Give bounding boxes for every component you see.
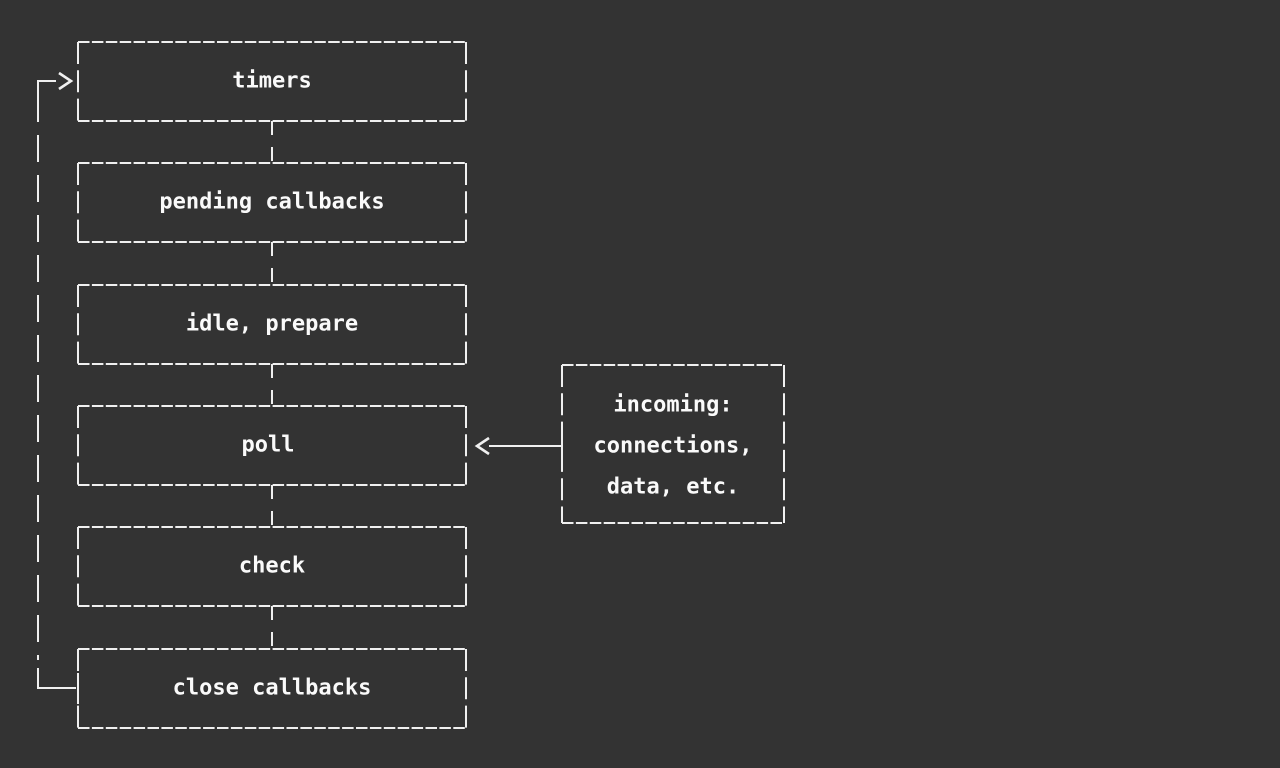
phase-box-timers: timers: [77, 41, 467, 122]
phase-box-check: check: [77, 526, 467, 607]
phase-box-idle-prepare: idle, prepare: [77, 284, 467, 365]
phase-label-check: check: [239, 554, 305, 579]
phase-label-idle-prepare: idle, prepare: [186, 312, 358, 337]
arrow-right-icon: [58, 71, 74, 91]
loop-bottom-corner: [37, 668, 76, 689]
incoming-label-line2: connections,: [594, 434, 753, 459]
phase-box-close-callbacks: close callbacks: [77, 648, 467, 729]
phase-box-pending-callbacks: pending callbacks: [77, 162, 467, 243]
incoming-label-line3: data, etc.: [607, 475, 739, 500]
phase-label-pending-callbacks: pending callbacks: [159, 190, 384, 215]
phase-label-poll: poll: [242, 433, 295, 458]
phase-label-close-callbacks: close callbacks: [173, 676, 372, 701]
phase-box-poll: poll: [77, 405, 467, 486]
incoming-to-poll-arrow: [474, 432, 563, 460]
incoming-box: incoming: connections, data, etc.: [561, 364, 785, 524]
loop-back-line: [37, 71, 79, 704]
arrow-left-icon: [474, 436, 490, 456]
phase-label-timers: timers: [232, 69, 311, 94]
incoming-label-line1: incoming:: [613, 393, 732, 418]
loop-top-corner: [37, 80, 56, 95]
